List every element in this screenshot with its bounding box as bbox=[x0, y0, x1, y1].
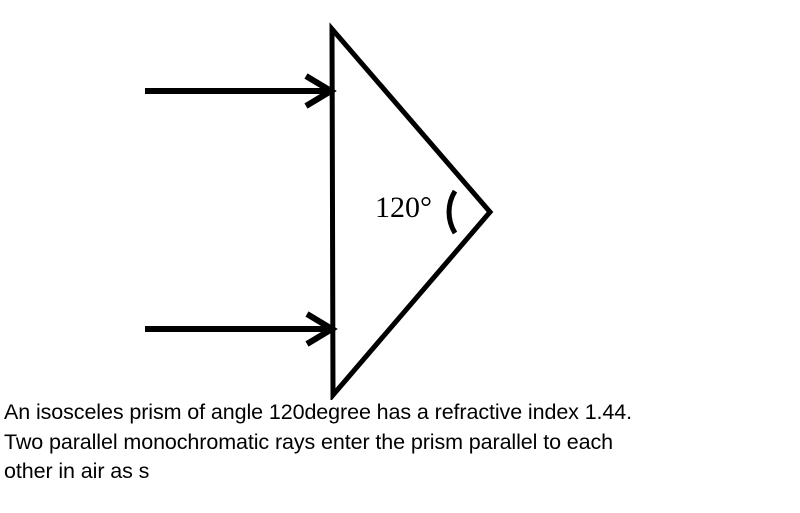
upper-ray-arrowhead-icon bbox=[304, 73, 337, 109]
apex-angle-label: 120° bbox=[375, 191, 432, 224]
caption-line-2: Two parallel monochromatic rays enter th… bbox=[4, 429, 614, 454]
question-caption: An isosceles prism of angle 120degree ha… bbox=[4, 398, 796, 487]
prism-diagram-figure: 120° bbox=[145, 22, 494, 400]
prism-diagram-svg bbox=[145, 22, 494, 400]
prism-triangle-outline bbox=[329, 22, 494, 400]
apex-angle-arc bbox=[446, 189, 458, 235]
lower-ray-arrowhead-icon bbox=[305, 311, 338, 347]
caption-line-1: An isosceles prism of angle 120degree ha… bbox=[4, 400, 633, 424]
caption-line-3: other in air as s bbox=[4, 459, 150, 483]
